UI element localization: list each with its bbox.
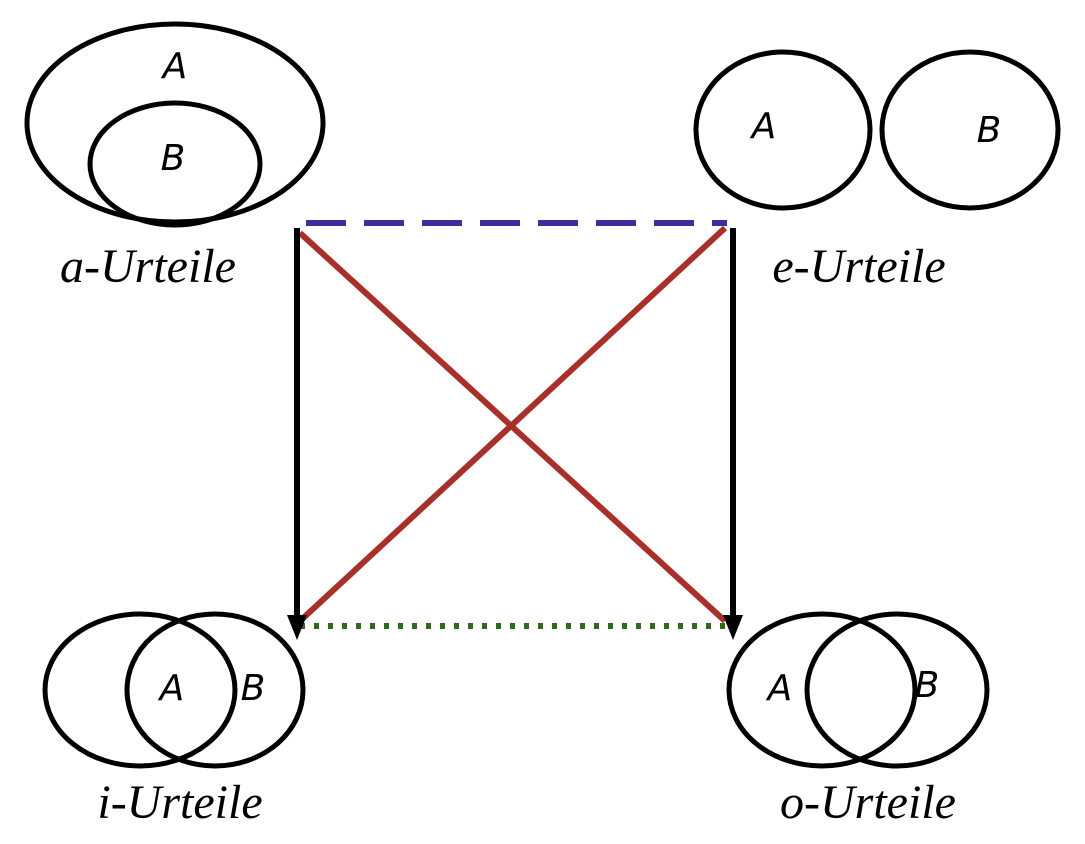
o-left-label: A xyxy=(766,668,793,709)
e-circle-B xyxy=(879,49,1061,211)
a-judgment-venn: A B xyxy=(24,21,326,228)
e-judgment-venn: A B xyxy=(693,49,1061,211)
e-caption: e-Urteile xyxy=(772,240,945,293)
a-outer-label: A xyxy=(161,46,188,87)
arrowhead-right-icon xyxy=(723,615,743,640)
o-caption: o-Urteile xyxy=(780,776,956,829)
e-left-label: A xyxy=(750,106,777,147)
e-right-label: B xyxy=(977,110,1002,151)
i-judgment-venn: A B xyxy=(42,611,306,769)
i-left-label: A xyxy=(158,668,185,709)
o-circle-right xyxy=(804,611,990,769)
a-outer-circle-A xyxy=(24,21,326,225)
e-circle-A xyxy=(693,49,873,211)
arrowhead-left-icon xyxy=(287,615,307,640)
i-circle-left xyxy=(42,611,238,769)
a-inner-circle-B xyxy=(87,100,263,228)
subalternation-arrow-e-to-o xyxy=(723,228,743,640)
a-caption: a-Urteile xyxy=(60,240,236,293)
contradictory-line-e-to-i xyxy=(297,225,728,624)
o-judgment-venn: A B xyxy=(726,611,990,769)
o-circle-left xyxy=(726,611,918,769)
o-right-label: B xyxy=(915,665,940,706)
subalternation-arrow-a-to-i xyxy=(287,228,307,640)
i-right-label: B xyxy=(241,668,266,709)
i-circle-right xyxy=(124,611,306,769)
a-inner-label: B xyxy=(161,138,186,179)
i-caption: i-Urteile xyxy=(97,776,262,829)
